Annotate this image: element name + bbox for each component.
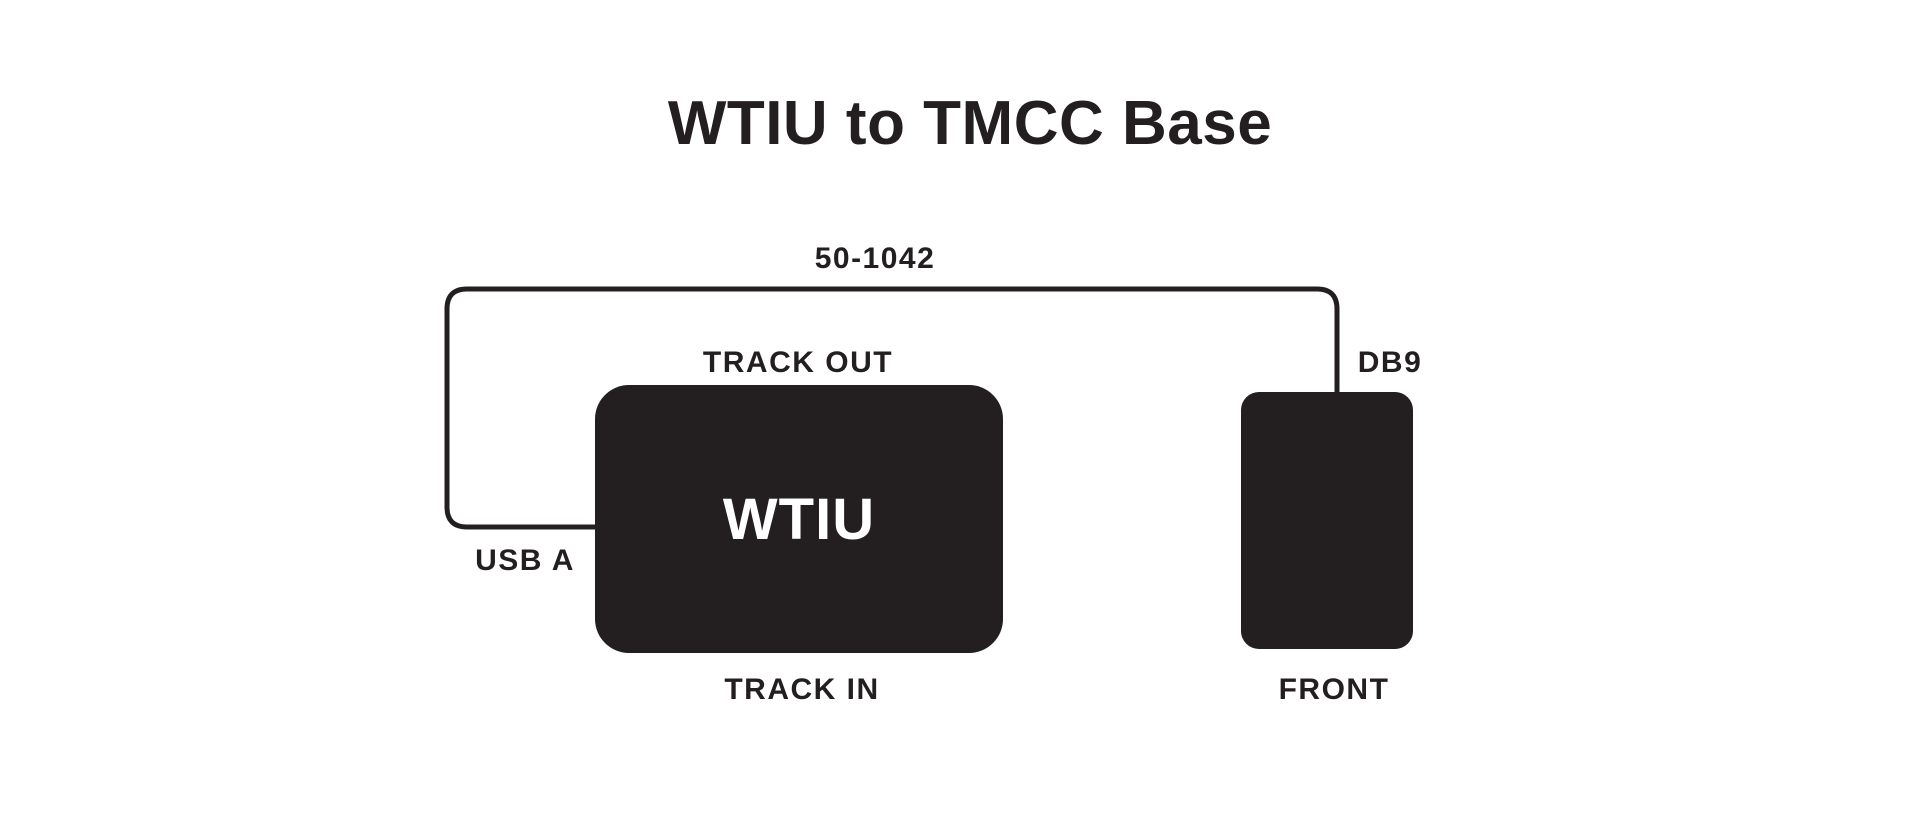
track-in-port-label: TRACK IN [724,673,880,706]
cable-part-number-label: 50-1042 [814,242,936,275]
diagram-title: WTIU to TMCC Base [667,89,1273,158]
front-view-label: FRONT [1278,673,1390,706]
wtiu-device-box: WTIU [595,385,1003,653]
usb-a-port-label: USB A [475,544,575,577]
wtiu-device-name: WTIU [722,486,876,552]
db9-port-label: DB9 [1357,346,1423,379]
tmcc-base-device-box [1241,392,1413,649]
cable-line [444,286,1340,530]
track-out-port-label: TRACK OUT [702,346,894,379]
